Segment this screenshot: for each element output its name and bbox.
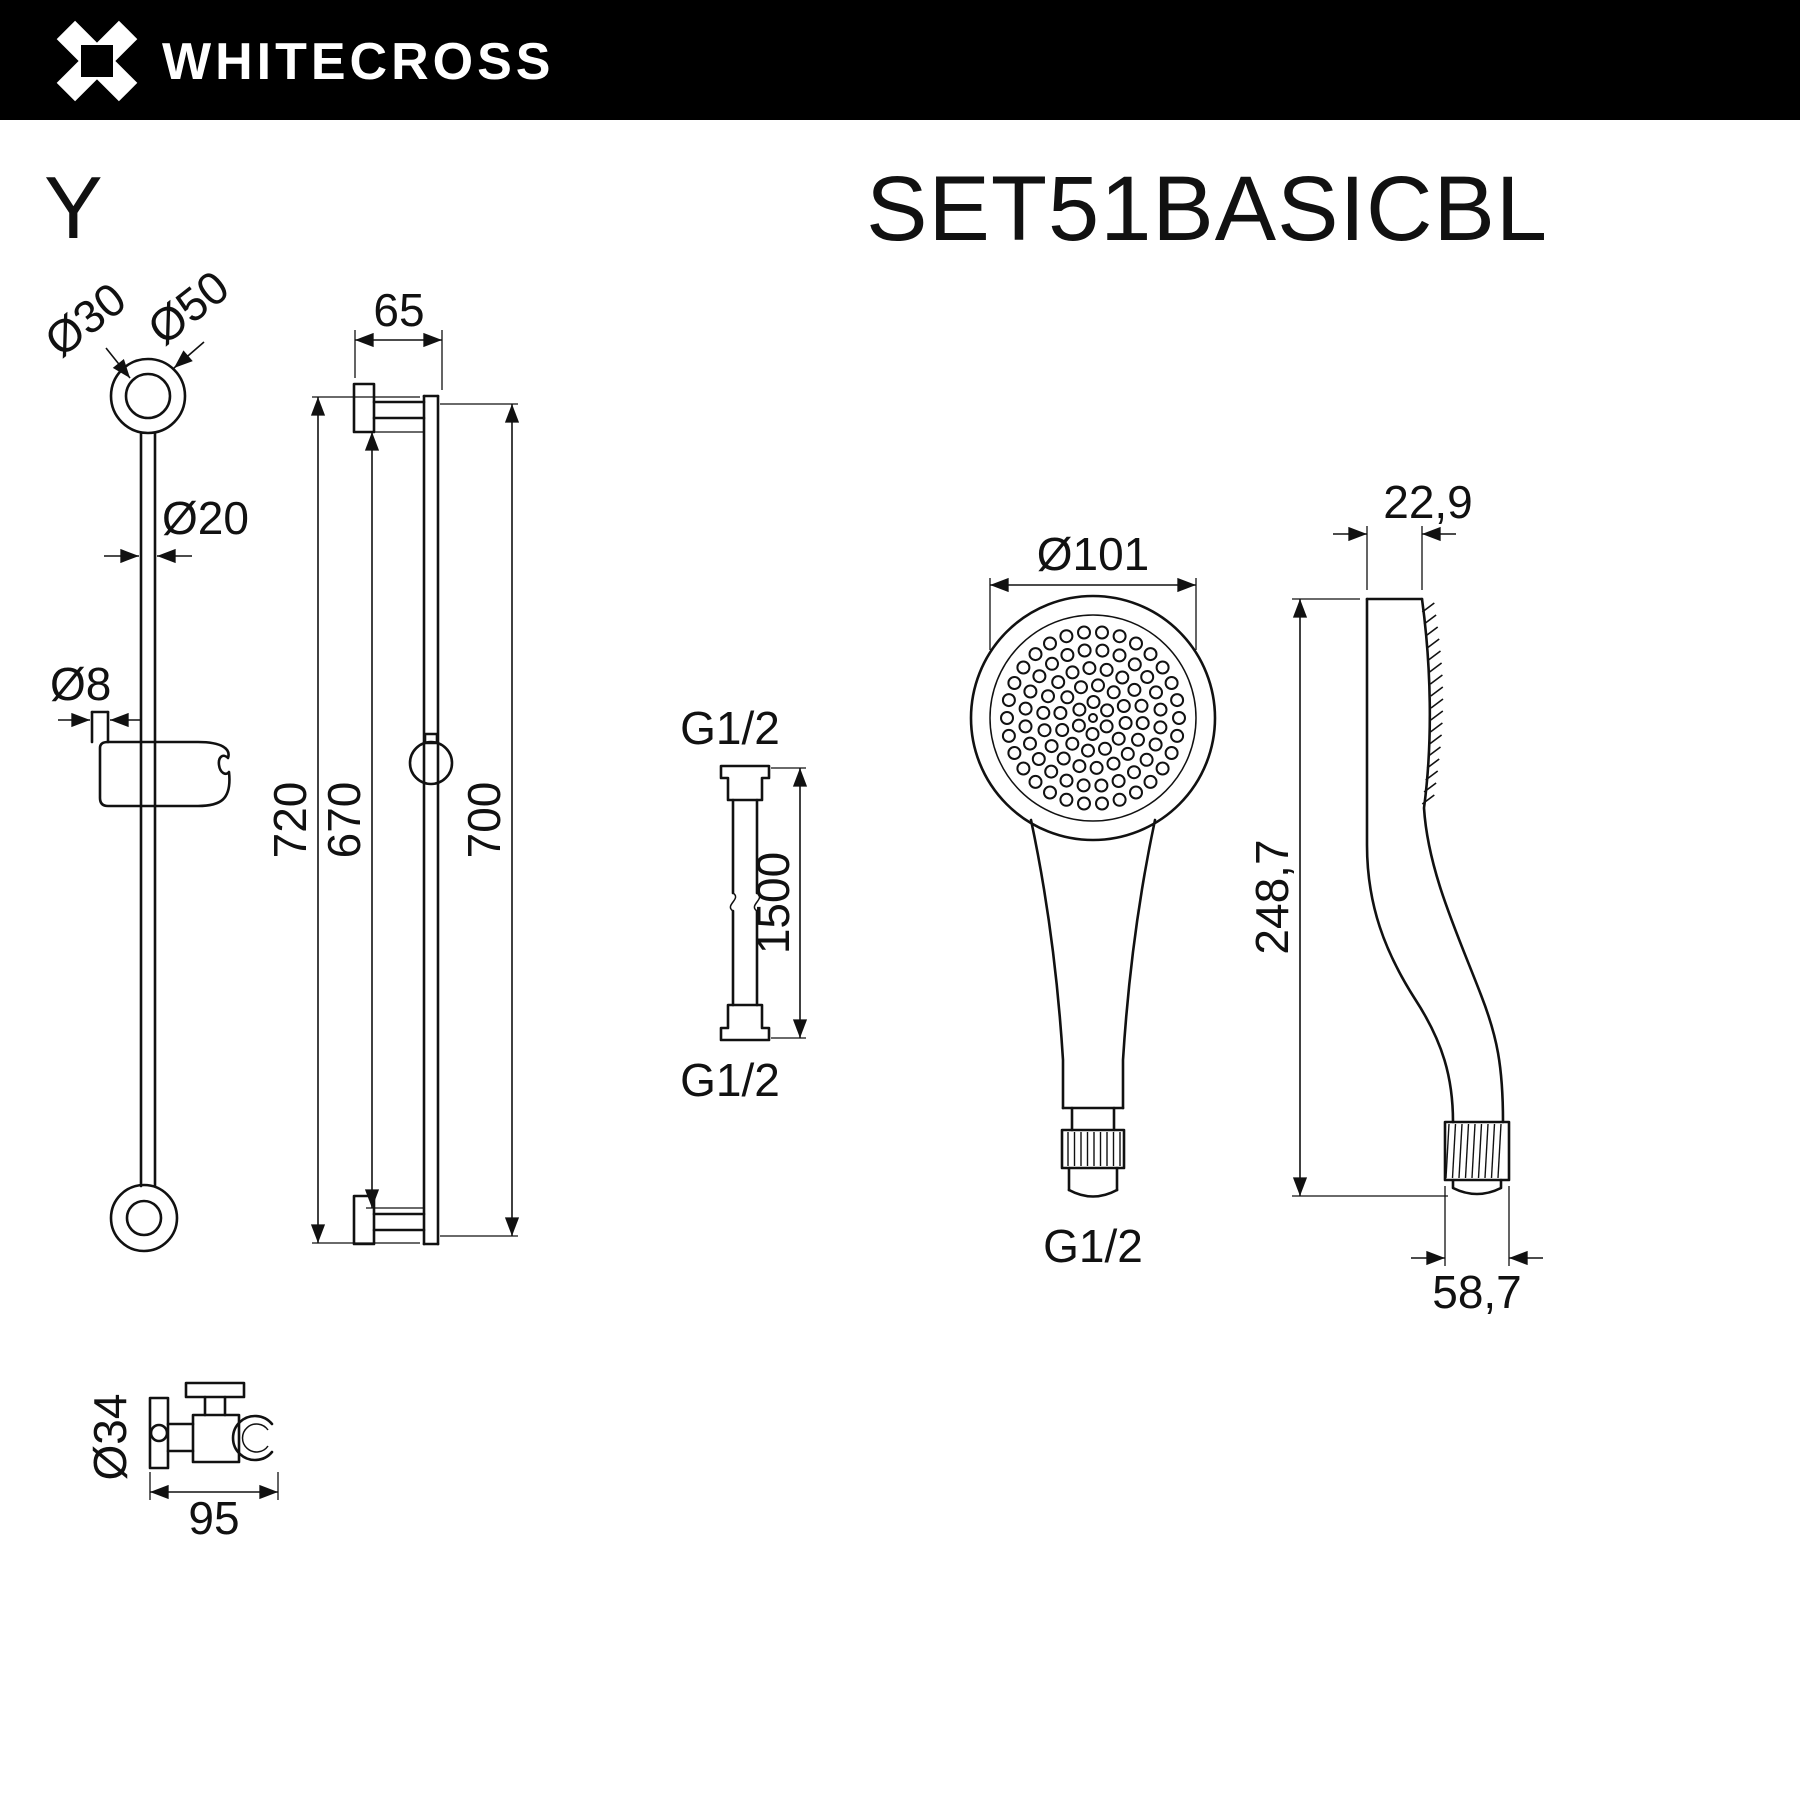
wall-ring-outer [109,357,187,435]
dim-connector-offset: 58,7 [1432,1266,1522,1318]
dim-bracket-plate-diameter: Ø34 [84,1394,136,1481]
head-face-circle [989,614,1197,822]
dim-head-thickness: 22,9 [1383,476,1473,528]
dim-ring-outer-diameter: Ø50 [138,260,239,355]
dim-handshower-height: 248,7 [1246,839,1298,954]
wall-ring-inner [124,372,172,420]
head-face-edge [1420,597,1505,1124]
spray-face-hatching [1421,602,1444,805]
bracket-body [191,1413,241,1464]
dim-handshower-thread: G1/2 [1043,1220,1143,1272]
rail-front-view: Ø30 Ø50 Ø20 Ø8 [35,260,249,1253]
top-wall-plate [352,382,376,434]
dim-tube-diameter: Ø20 [162,492,249,544]
connector-knurling [1067,1132,1121,1166]
rail-side-view: 65 720 670 700 [264,284,520,1246]
bracket-screw-hole [149,1423,169,1443]
bottom-wall-plate [352,1194,376,1246]
brand-name: WHITECROSS [162,33,554,91]
dim-overall-height: 720 [264,782,316,859]
dim-hose-length: 1500 [747,852,799,954]
hose-break-symbol [729,892,737,912]
bracket-clip-inner [241,1423,269,1453]
head-back-edge [1365,597,1455,1124]
handle-right-edge [1121,818,1157,1110]
dim-ring-inner-diameter: Ø30 [35,272,136,367]
nozzle-dots [1000,625,1186,811]
whitecross-logo-icon [56,20,138,102]
bracket-view: 95 Ø34 [84,1381,279,1544]
model-code: SET51BASICBL [866,158,1548,260]
hose-bottom-connector [719,1003,771,1042]
header-background [0,0,1800,120]
dim-peg-diameter: Ø8 [50,658,111,710]
slider-knob [408,740,454,786]
series-label: Y [44,158,103,257]
head-outer-circle [969,594,1217,842]
handshower-front-view: Ø101 G1/2 [969,528,1217,1272]
bottom-ring-inner [125,1199,163,1237]
bracket-top-plate [184,1381,246,1399]
header-bar: WHITECROSS [0,0,1800,120]
side-connector-knurling [1445,1123,1502,1179]
dim-bracket-depth: 65 [373,284,424,336]
bottom-ring-outer [109,1183,179,1253]
handshower-side-view: 22,9 248,7 58,7 [1246,476,1543,1318]
connector-nut [1060,1128,1126,1170]
side-connector-nut [1443,1120,1511,1182]
connector-tip [1067,1188,1119,1198]
slider-holder [98,740,231,808]
hose-drawing: 1500 G1/2 G1/2 [680,702,808,1106]
dim-bracket-width: 95 [188,1492,239,1544]
dim-between-brackets: 670 [318,782,370,859]
side-connector-tip [1451,1178,1503,1196]
bracket-clip-outer [231,1414,274,1462]
dim-hose-thread-bottom: G1/2 [680,1054,780,1106]
dim-head-diameter: Ø101 [1037,528,1150,580]
handle-left-edge [1029,818,1065,1110]
bracket-wall-plate [148,1396,170,1470]
hose-top-connector [719,764,771,802]
dim-hose-thread-top: G1/2 [680,702,780,754]
dim-bar-length: 700 [458,782,510,859]
